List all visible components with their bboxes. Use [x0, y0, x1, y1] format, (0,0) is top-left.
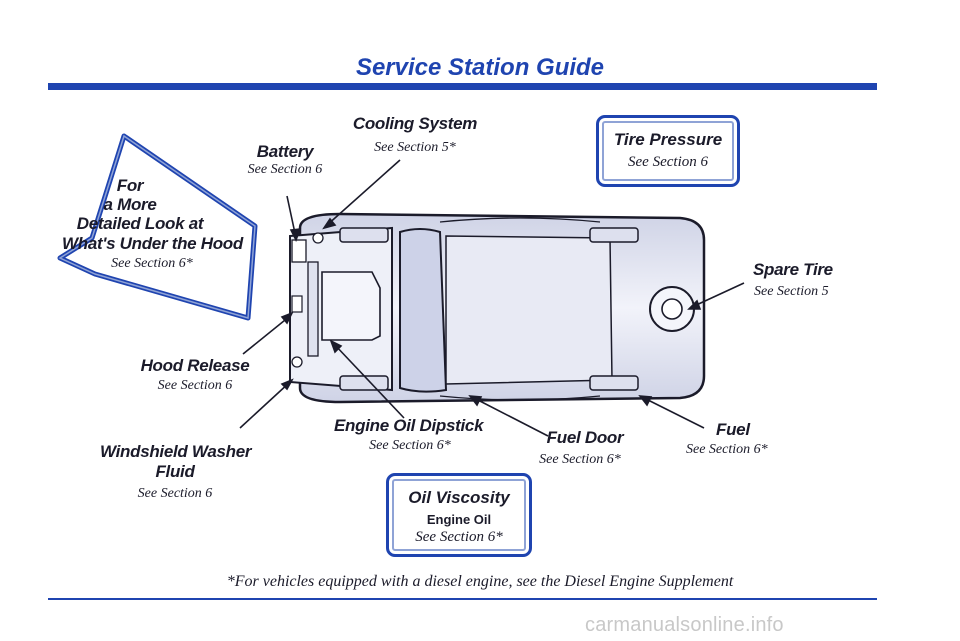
washer-leader — [239, 381, 291, 429]
hood-arrow-line2: a More — [103, 195, 157, 214]
dipstick-leader — [333, 343, 405, 419]
hood-arrow-line1: For — [116, 176, 144, 195]
washer-fluid-ref: See Section 6 — [137, 486, 213, 501]
hood-release-ref: See Section 6 — [157, 378, 233, 393]
hood-arrow-shape — [57, 133, 258, 321]
hood-arrow-ref: See Section 6* — [111, 256, 193, 271]
cooling-system-ref: See Section 5* — [374, 140, 456, 155]
fuel-label: Fuel — [716, 420, 750, 439]
fuel-door-ref: See Section 6* — [539, 452, 621, 467]
tire-pressure-title: Tire Pressure — [613, 130, 723, 149]
leader-lines — [239, 159, 745, 437]
fuel-leader — [643, 397, 705, 429]
spare-tire-label: Spare Tire — [753, 260, 833, 279]
bottom-rule — [48, 598, 877, 600]
fuel-door-label: Fuel Door — [546, 428, 624, 447]
hood-arrow-line3: Detailed Look at — [76, 214, 204, 233]
engine-oil-dipstick-ref: See Section 6* — [369, 438, 451, 453]
cooling-system-label: Cooling System — [352, 114, 478, 133]
battery-ref: See Section 6 — [247, 162, 323, 177]
spare-tire-leader — [691, 282, 745, 308]
engine-oil-dipstick-label: Engine Oil Dipstick — [334, 416, 484, 435]
oil-viscosity-title: Oil Viscosity — [408, 488, 510, 507]
fuel-ref: See Section 6* — [686, 442, 768, 457]
battery-label: Battery — [256, 142, 314, 161]
spare-tire-ref: See Section 5 — [754, 284, 829, 299]
oil-viscosity-subtitle: Engine Oil — [426, 512, 492, 527]
oil-viscosity-box: Oil Viscosity Engine Oil See Section 6* — [386, 473, 532, 557]
watermark: carmanualsonline.info — [585, 614, 784, 636]
oil-viscosity-ref: See Section 6* — [415, 529, 503, 545]
vehicle-top-view — [289, 212, 706, 404]
washer-fluid-label-line1: Windshield Washer — [100, 442, 252, 461]
tire-pressure-box: Tire Pressure See Section 6 — [596, 115, 740, 187]
title-rule — [48, 83, 877, 90]
page-title: Service Station Guide — [355, 54, 605, 81]
hood-release-label: Hood Release — [140, 356, 250, 375]
cooling-leader — [325, 159, 401, 227]
hood-arrow-line4: What's Under the Hood — [62, 234, 243, 253]
diesel-footnote: *For vehicles equipped with a diesel eng… — [226, 573, 734, 590]
fuel-door-leader — [473, 397, 549, 437]
hood-release-leader — [242, 315, 291, 355]
washer-fluid-label-line2: Fluid — [155, 462, 195, 481]
tire-pressure-ref: See Section 6 — [628, 154, 708, 170]
